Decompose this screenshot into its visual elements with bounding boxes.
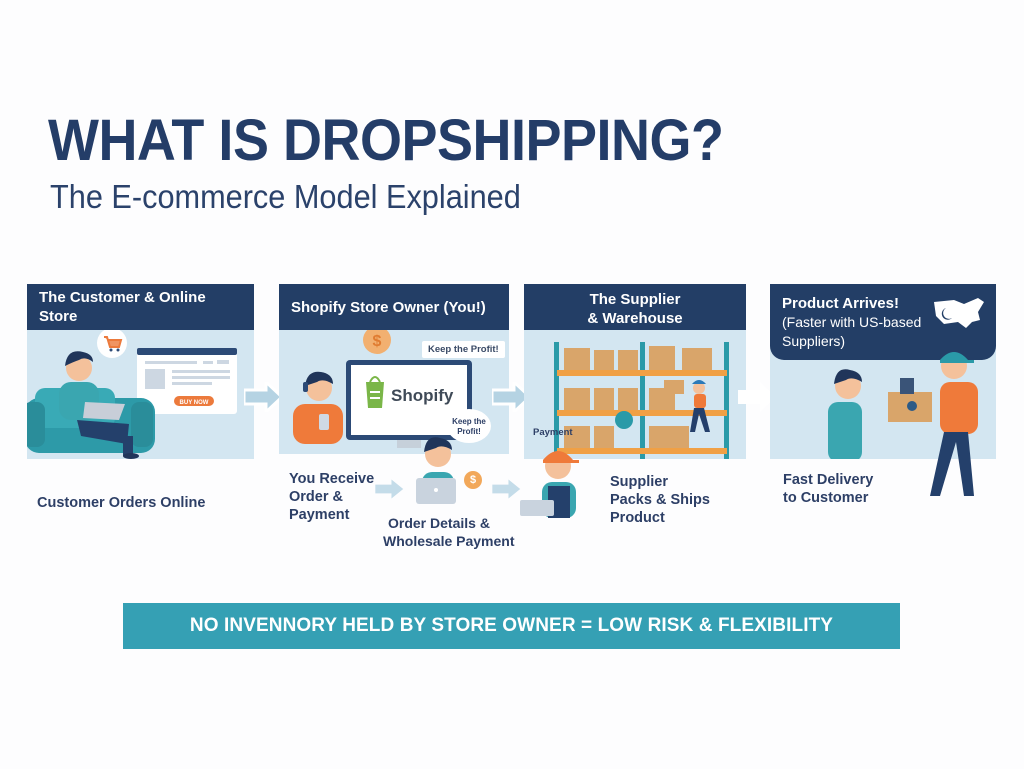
svg-text:Shopify: Shopify — [391, 386, 454, 405]
arrow-right-icon — [244, 382, 284, 412]
arrow-right-icon — [375, 479, 404, 499]
panel-customer-store: The Customer & Online Store BUY NOW — [27, 284, 254, 459]
delivery-person-icon — [930, 352, 978, 496]
monitor-icon — [346, 360, 472, 448]
page-subtitle: The E-commerce Model Explained — [50, 178, 521, 215]
store-owner-person-icon — [293, 371, 343, 444]
summary-banner: NO INVENNORY HELD BY STORE OWNER = LOW R… — [123, 603, 900, 649]
svg-text:Profit!: Profit! — [457, 427, 481, 436]
step-3-caption: Supplier Packs & Ships Product — [610, 474, 710, 526]
step-4-caption: Fast Delivery to Customer — [783, 472, 874, 506]
boxes-icon — [564, 346, 712, 448]
customer-on-couch-illustration: BUY NOW — [27, 328, 237, 459]
panel-title: Shopify Store Owner (You!) — [279, 284, 509, 330]
step-1-caption: Customer Orders Online — [37, 495, 206, 511]
browser-window-icon: BUY NOW — [137, 348, 237, 414]
arrow-right-icon — [492, 382, 532, 412]
keep-profit-tag: Keep the Profit! — [422, 341, 505, 358]
supplier-person-laptop-icon — [520, 451, 579, 518]
order-details-caption: Order Details & Wholesale Payment — [383, 515, 515, 549]
step-2-caption: You Receive Order & Payment — [289, 471, 375, 523]
payment-label: Payment — [533, 427, 573, 438]
us-map-icon — [934, 298, 984, 328]
arrow-right-icon — [492, 479, 521, 499]
warehouse-shelves-illustration — [554, 342, 729, 459]
shopify-logo-icon: Shopify — [366, 376, 454, 408]
store-owner-illustration: Shopify $ Keep the Profit! — [293, 326, 491, 448]
panel-supplier-warehouse: The Supplier & Warehouse — [524, 284, 746, 459]
shelf-rack-icon — [554, 342, 729, 459]
order-person-laptop-icon — [416, 437, 456, 504]
speech-bubble-icon: Keep the Profit! — [447, 409, 491, 443]
dollar-coin-icon: $ — [464, 471, 482, 489]
dollar-coin-icon: $ — [363, 326, 391, 354]
tape-dispenser-icon — [615, 411, 633, 429]
warehouse-worker-icon — [690, 380, 710, 432]
customer-person-icon — [59, 351, 139, 459]
package-box-icon — [888, 378, 932, 422]
panel-title: The Supplier & Warehouse — [524, 284, 746, 330]
svg-text:$: $ — [373, 333, 382, 350]
arrow-right-icon — [738, 382, 776, 412]
panel-title: The Customer & Online Store — [27, 284, 254, 330]
delivery-handoff-illustration — [828, 369, 932, 459]
page-title: WHAT IS DROPSHIPPING? — [48, 108, 724, 173]
svg-text:Keep the: Keep the — [452, 417, 486, 426]
customer-person-icon — [828, 369, 862, 459]
panel-store-owner: Shopify Store Owner (You!) Shopify $ Kee… — [279, 284, 509, 454]
svg-text:BUY NOW: BUY NOW — [180, 400, 209, 406]
shopping-cart-icon — [97, 328, 127, 358]
